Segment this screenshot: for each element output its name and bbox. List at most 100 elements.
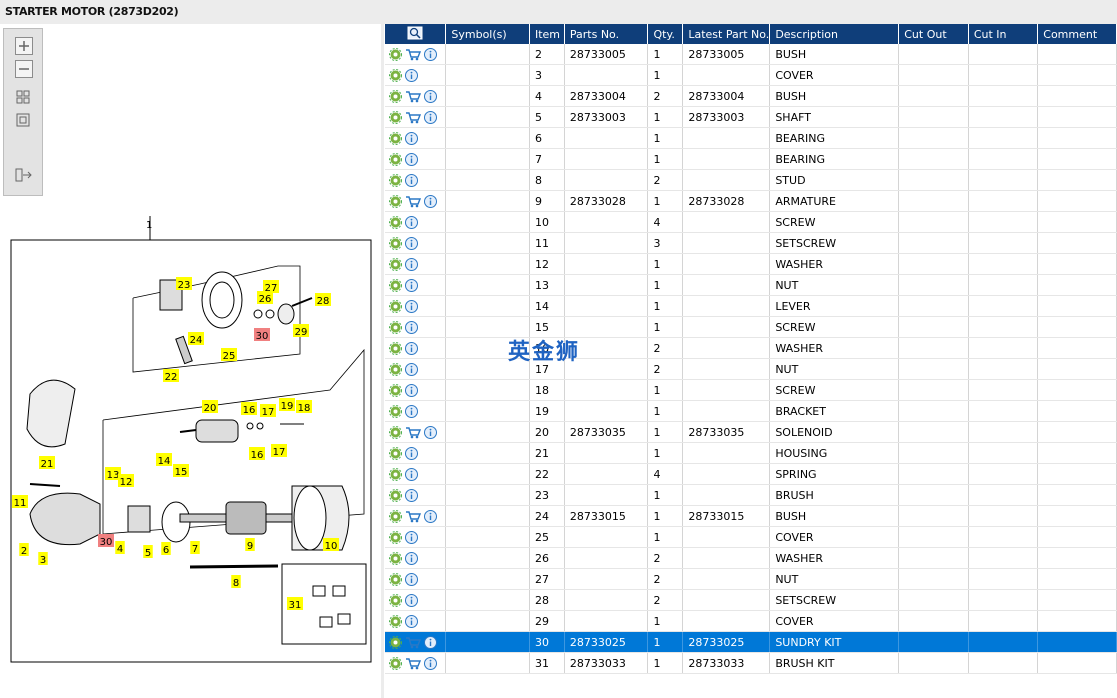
column-header-cut-in[interactable]: Cut In (968, 24, 1039, 44)
callout-24[interactable]: 24 (188, 332, 204, 346)
callout-8[interactable]: 8 (231, 575, 241, 589)
info-icon[interactable] (424, 110, 437, 124)
callout-27[interactable]: 27 (263, 280, 279, 294)
callout-14[interactable]: 14 (156, 453, 172, 467)
cart-icon[interactable] (405, 48, 421, 61)
column-header-item[interactable]: Item (529, 24, 565, 44)
callout-30[interactable]: 30 (98, 534, 114, 548)
gear-icon[interactable] (389, 635, 402, 649)
info-icon[interactable] (405, 362, 418, 376)
callout-6[interactable]: 6 (161, 542, 171, 556)
gear-icon[interactable] (389, 173, 402, 187)
cart-icon[interactable] (405, 90, 421, 103)
callout-4[interactable]: 4 (115, 541, 125, 555)
info-icon[interactable] (405, 341, 418, 355)
gear-icon[interactable] (389, 47, 402, 61)
callout-17[interactable]: 17 (271, 444, 287, 458)
gear-icon[interactable] (389, 89, 402, 103)
gear-icon[interactable] (389, 68, 402, 82)
gear-icon[interactable] (389, 593, 402, 607)
callout-15[interactable]: 15 (173, 464, 189, 478)
gear-icon[interactable] (389, 572, 402, 586)
callout-7[interactable]: 7 (190, 541, 200, 555)
info-icon[interactable] (405, 446, 418, 460)
gear-icon[interactable] (389, 299, 402, 313)
callout-26[interactable]: 26 (257, 291, 273, 305)
callout-13[interactable]: 13 (105, 467, 121, 481)
info-icon[interactable] (405, 551, 418, 565)
reset-view-button[interactable] (15, 112, 31, 128)
panel-divider[interactable] (381, 24, 384, 698)
gear-icon[interactable] (389, 404, 402, 418)
column-header-symbols[interactable]: Symbol(s) (445, 24, 530, 44)
info-icon[interactable] (424, 656, 437, 670)
gear-icon[interactable] (389, 551, 402, 565)
gear-icon[interactable] (389, 362, 402, 376)
cart-icon[interactable] (405, 426, 421, 439)
info-icon[interactable] (405, 299, 418, 313)
info-icon[interactable] (424, 425, 437, 439)
info-icon[interactable] (405, 236, 418, 250)
info-icon[interactable] (405, 614, 418, 628)
info-icon[interactable] (405, 173, 418, 187)
cart-icon[interactable] (405, 195, 421, 208)
gear-icon[interactable] (389, 236, 402, 250)
gear-icon[interactable] (389, 425, 402, 439)
info-icon[interactable] (405, 215, 418, 229)
gear-icon[interactable] (389, 341, 402, 355)
gear-icon[interactable] (389, 383, 402, 397)
callout-5[interactable]: 5 (143, 545, 153, 559)
callout-22[interactable]: 22 (163, 369, 179, 383)
info-icon[interactable] (424, 47, 437, 61)
gear-icon[interactable] (389, 467, 402, 481)
column-header-latest-part-no[interactable]: Latest Part No. (682, 24, 771, 44)
info-icon[interactable] (424, 89, 437, 103)
gear-icon[interactable] (389, 488, 402, 502)
callout-29[interactable]: 29 (293, 324, 309, 338)
callout-19[interactable]: 19 (279, 398, 295, 412)
callout-25[interactable]: 25 (221, 348, 237, 362)
gear-icon[interactable] (389, 110, 402, 124)
cart-icon[interactable] (405, 510, 421, 523)
info-icon[interactable] (405, 593, 418, 607)
zoom-out-button[interactable] (15, 60, 33, 78)
callout-21[interactable]: 21 (39, 456, 55, 470)
callout-16[interactable]: 16 (249, 447, 265, 461)
info-icon[interactable] (405, 320, 418, 334)
info-icon[interactable] (405, 488, 418, 502)
column-header-cut-out[interactable]: Cut Out (898, 24, 969, 44)
gear-icon[interactable] (389, 614, 402, 628)
callout-10[interactable]: 10 (323, 538, 339, 552)
callout-30[interactable]: 30 (254, 328, 270, 342)
column-header-parts-no[interactable]: Parts No. (564, 24, 649, 44)
callout-20[interactable]: 20 (202, 400, 218, 414)
info-icon[interactable] (424, 194, 437, 208)
callout-28[interactable]: 28 (315, 293, 331, 307)
gear-icon[interactable] (389, 257, 402, 271)
info-icon[interactable] (405, 152, 418, 166)
cart-icon[interactable] (405, 636, 421, 649)
info-icon[interactable] (424, 635, 437, 649)
column-header-description[interactable]: Description (769, 24, 900, 44)
